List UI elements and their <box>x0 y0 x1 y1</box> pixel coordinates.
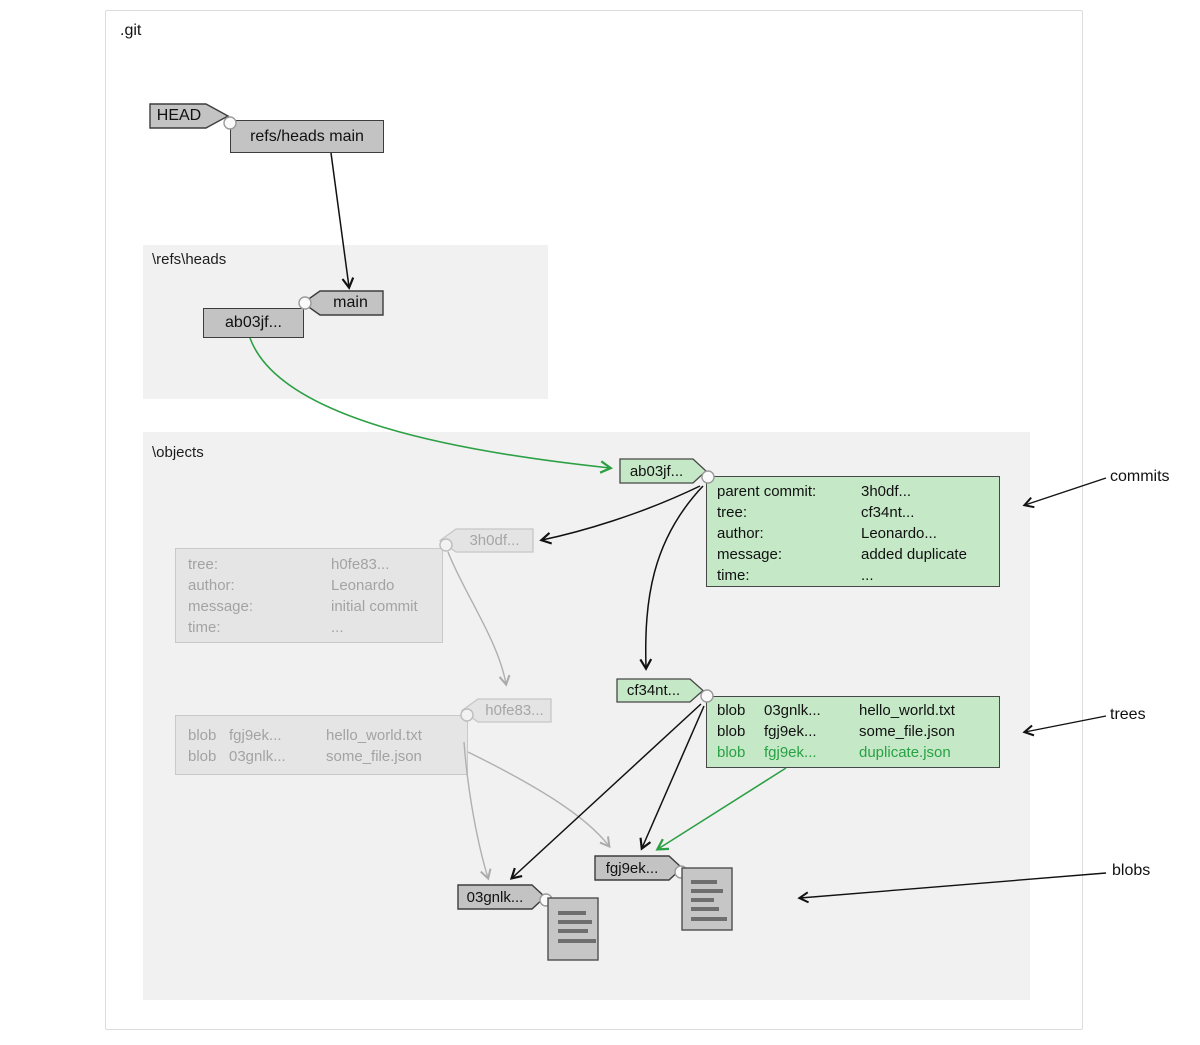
commit-new-tag-shape <box>619 458 707 484</box>
arrow-treenew-to-blob1 <box>509 703 702 880</box>
annotation-commits: commits <box>1110 468 1170 485</box>
commit-old-tag-label: 3h0df... <box>469 532 520 549</box>
blob1-tag-shape <box>457 884 547 910</box>
connector-dot <box>701 470 715 484</box>
annotation-blobs: blobs <box>1112 862 1151 879</box>
arrow-headref-to-main <box>330 152 355 290</box>
commit-field: tree:h0fe83... <box>188 556 390 573</box>
head-tag-label: HEAD <box>156 107 202 124</box>
head-tag-shape <box>149 103 230 129</box>
arrow-annotation-trees <box>1022 715 1107 737</box>
commit-field: time:... <box>188 619 344 636</box>
commit-old-tag-shape <box>438 528 534 553</box>
connector-dot <box>460 708 474 722</box>
git-directory-label: .git <box>120 22 142 39</box>
commit-new-tag-label: ab03jf... <box>629 462 684 480</box>
main-tag-label: main <box>333 294 368 311</box>
commit-field: tree:cf34nt... <box>717 504 915 521</box>
arrow-treeold-to-blob1 <box>463 741 492 881</box>
tree-new-tag-label: cf34nt... <box>626 682 681 699</box>
tree-new-tag-shape <box>616 678 704 703</box>
arrow-treeold-to-blob2 <box>467 751 611 849</box>
blob2-tag-label: fgj9ek... <box>605 859 659 877</box>
connector-dot <box>700 689 714 703</box>
refs-heads-panel-label: \refs\heads <box>152 251 227 268</box>
arrow-duplicate-to-blob2 <box>655 767 787 851</box>
commit-field: message:initial commit <box>188 598 418 615</box>
arrow-annotation-blobs <box>797 872 1107 904</box>
tree-old-tag-shape <box>460 698 552 723</box>
commit-field: author:Leonardo... <box>717 525 937 542</box>
connector-dot <box>298 296 312 310</box>
blob2-document-icon <box>681 867 733 931</box>
commit-field: time:... <box>717 567 874 584</box>
blob1-document-icon <box>547 897 599 961</box>
objects-panel-label: \objects <box>152 444 204 461</box>
tree-old-tag-label: h0fe83... <box>485 702 544 719</box>
head-ref-box: refs/heads main <box>230 120 384 153</box>
main-tag-shape <box>301 290 384 316</box>
arrow-commitnew-to-commitold <box>539 485 701 545</box>
commit-field: message:added duplicate <box>717 546 967 563</box>
arrow-treenew-to-blob2 <box>639 705 705 851</box>
blob1-tag-label: 03gnlk... <box>466 888 524 906</box>
arrow-branch-to-commit-new <box>249 337 614 474</box>
arrow-annotation-commits <box>1022 477 1107 509</box>
connector-dot <box>223 116 237 130</box>
arrow-commitold-to-treeold <box>447 551 511 687</box>
annotation-trees: trees <box>1110 706 1146 723</box>
commit-field: parent commit:3h0df... <box>717 483 912 500</box>
branch-commit-hash-box: ab03jf... <box>203 308 304 338</box>
arrow-commitnew-to-treenew <box>639 485 704 671</box>
connector-dot <box>439 538 453 552</box>
commit-old-box: tree:h0fe83... author:Leonardo message:i… <box>175 548 443 643</box>
commit-new-box: parent commit:3h0df... tree:cf34nt... au… <box>706 476 1000 587</box>
commit-field: author:Leonardo <box>188 577 395 594</box>
